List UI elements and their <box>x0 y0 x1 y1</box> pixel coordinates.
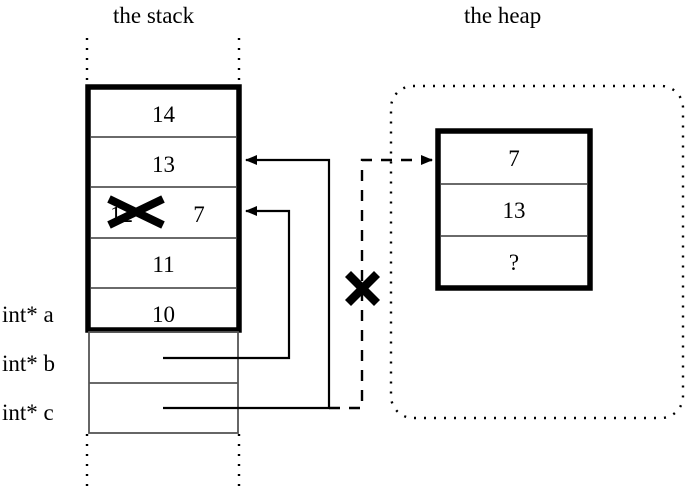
stack-cell-value-3: 11 <box>152 252 175 277</box>
stack-cell-value-1: 13 <box>152 152 175 177</box>
pointer-link-b <box>163 206 291 360</box>
pointer-link-c-stack-segment <box>163 155 331 410</box>
stack-frame-box <box>85 84 242 333</box>
heap-cell-value-1: 13 <box>502 198 526 223</box>
stack-cell-old-value-2: 12 <box>110 202 133 227</box>
stack-cell-value-2: 7 <box>193 202 205 227</box>
variable-label-c: int* c <box>2 400 54 425</box>
variable-label-b: int* b <box>2 351 56 376</box>
heap-cell-value-0: 7 <box>508 146 520 171</box>
heap-block-box <box>435 128 593 291</box>
stack-cell-value-0: 14 <box>152 102 175 127</box>
stack-boundary-dotted-top <box>85 38 241 86</box>
variable-label-a: int* a <box>2 302 54 327</box>
heap-region-title: the heap <box>464 3 542 28</box>
heap-cell-value-2: ? <box>508 250 520 275</box>
stack-region-title: the stack <box>113 3 195 28</box>
severed-link-x-marker <box>344 270 381 307</box>
struck-value-x-marker <box>107 195 165 229</box>
stack-cell-value-4: 10 <box>152 302 175 327</box>
heap-boundary-dotted-rect <box>389 84 685 420</box>
severed-heap-link-dashed <box>329 155 433 410</box>
stack-variable-cells-box <box>88 331 239 434</box>
stack-boundary-dotted-bottom <box>85 434 241 486</box>
